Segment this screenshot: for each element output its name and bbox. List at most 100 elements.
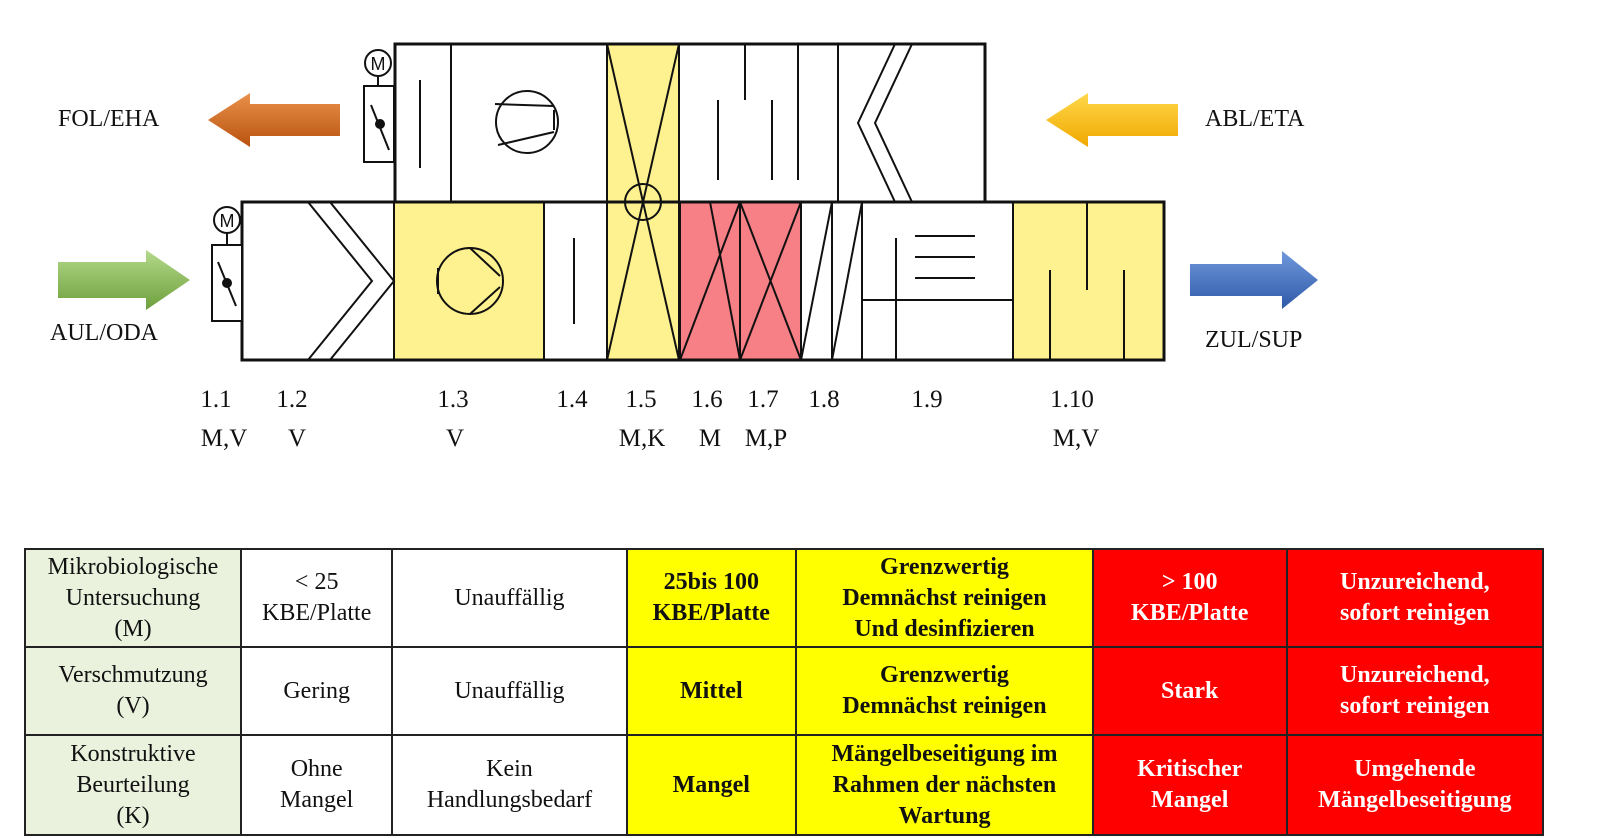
cell-line: Mängelbeseitigung (1318, 787, 1512, 813)
cell-line: Unzureichend, (1340, 662, 1490, 688)
exhaust-air-arrow (208, 93, 340, 147)
cell-line: Wartung (898, 802, 991, 829)
outdoor-air-arrow (58, 250, 190, 310)
section-id: 1.2 (276, 386, 307, 413)
upper-unit-components (419, 43, 913, 361)
section-rating: M,K (619, 425, 666, 452)
outdoor-label: AUL/ODA (50, 320, 159, 346)
cell-line: KBE/Platte (262, 600, 372, 626)
cell-line: Stark (1161, 677, 1219, 704)
exhaust-label: FOL/EHA (58, 106, 160, 132)
air-handling-unit-diagram: FOL/EHA ABL/ETA AUL/ODA ZUL/SUP (50, 42, 1318, 452)
cell-line: Und desinfizieren (854, 615, 1035, 642)
cell-line: Kein (486, 756, 533, 782)
svg-text:M: M (371, 54, 386, 74)
cell-line: < 25 (294, 569, 339, 595)
section-id: 1.9 (911, 386, 942, 413)
lower-unit-components (307, 201, 1125, 361)
section-rating: V (446, 425, 464, 452)
cell-line: sofort reinigen (1340, 600, 1490, 626)
cell-line: Ohne (290, 756, 343, 782)
upper-unit-casing (393, 42, 987, 204)
supply-label: ZUL/SUP (1205, 327, 1302, 353)
section-rating: V (288, 425, 306, 452)
outdoor-damper-motor-icon: M (213, 206, 241, 234)
exhaust-damper-motor-icon: M (364, 49, 392, 77)
section-id: 1.5 (625, 386, 656, 413)
cell-line: Umgehende (1354, 756, 1476, 782)
good-rating-cell: Unauffällig (391, 646, 628, 736)
good-value-cell: < 25 KBE/Platte (239, 548, 394, 648)
category-cell: Verschmutzung (V) (24, 646, 242, 736)
cell-line: (V) (116, 693, 150, 719)
cell-line: Verschmutzung (58, 662, 208, 688)
cell-line: Rahmen der nächsten (832, 771, 1057, 798)
table-row: Verschmutzung (V) Gering Unauffällig Mittel G… (24, 646, 1545, 736)
outdoor-damper (211, 244, 243, 322)
cell-line: Unzureichend, (1340, 569, 1490, 595)
section-rating: M,V (201, 425, 248, 452)
extract-label: ABL/ETA (1205, 106, 1305, 132)
section-id: 1.1 (200, 386, 231, 413)
cell-line: Demnächst reinigen (842, 584, 1047, 611)
bad-value-cell: Stark (1091, 646, 1288, 736)
cell-line: Mikrobiologische (47, 553, 219, 580)
cell-line: Untersuchung (65, 584, 201, 611)
section-id: 1.8 (808, 386, 839, 413)
cell-line: Grenzwertig (880, 553, 1009, 580)
cell-line: Unauffällig (454, 584, 565, 611)
cell-line: KBE/Platte (652, 600, 770, 626)
svg-text:M: M (220, 211, 235, 231)
cell-line: Mangel (672, 771, 750, 798)
good-rating-cell: Unauffällig (391, 548, 628, 648)
section-rating: M,P (745, 425, 787, 452)
cell-line: Mangel (280, 787, 354, 813)
cell-line: Mangel (1151, 787, 1229, 813)
cell-line: KBE/Platte (1131, 600, 1249, 626)
cell-line: (K) (116, 802, 150, 829)
cell-line: (M) (114, 615, 152, 642)
mid-value-cell: Mangel (625, 734, 798, 836)
cell-line: Mittel (680, 677, 743, 704)
section-id: 1.10 (1050, 386, 1094, 413)
section-id: 1.3 (437, 386, 468, 413)
section-rating: M (699, 425, 721, 452)
exhaust-damper (363, 85, 395, 163)
cell-line: Handlungsbedarf (426, 787, 593, 813)
bad-rating-cell: Unzureichend, sofort reinigen (1285, 646, 1545, 736)
cell-line: Unauffällig (454, 677, 565, 704)
cell-line: Kritischer (1137, 756, 1243, 782)
good-value-cell: Gering (239, 646, 394, 736)
cell-line: sofort reinigen (1340, 693, 1490, 719)
cell-line: Beurteilung (76, 771, 190, 798)
bad-rating-cell: Unzureichend, sofort reinigen (1285, 548, 1545, 648)
section-1-3-highlight (394, 203, 544, 360)
mid-value-cell: Mittel (625, 646, 798, 736)
cell-line: Mängelbeseitigung im (831, 740, 1058, 767)
cell-line: Konstruktive (70, 740, 196, 767)
extract-air-arrow (1046, 93, 1178, 147)
section-rating: M,V (1053, 425, 1100, 452)
cell-line: > 100 (1161, 569, 1218, 595)
cell-line: Demnächst reinigen (842, 693, 1047, 719)
cell-line: 25bis 100 (663, 569, 759, 595)
cell-line: Grenzwertig (880, 662, 1009, 688)
section-id: 1.7 (747, 386, 778, 413)
section-labels: 1.1 1.2 1.3 1.4 1.5 1.6 1.7 1.8 1.9 1.10… (200, 386, 1099, 452)
section-id: 1.6 (691, 386, 722, 413)
cell-line: Gering (283, 677, 350, 704)
